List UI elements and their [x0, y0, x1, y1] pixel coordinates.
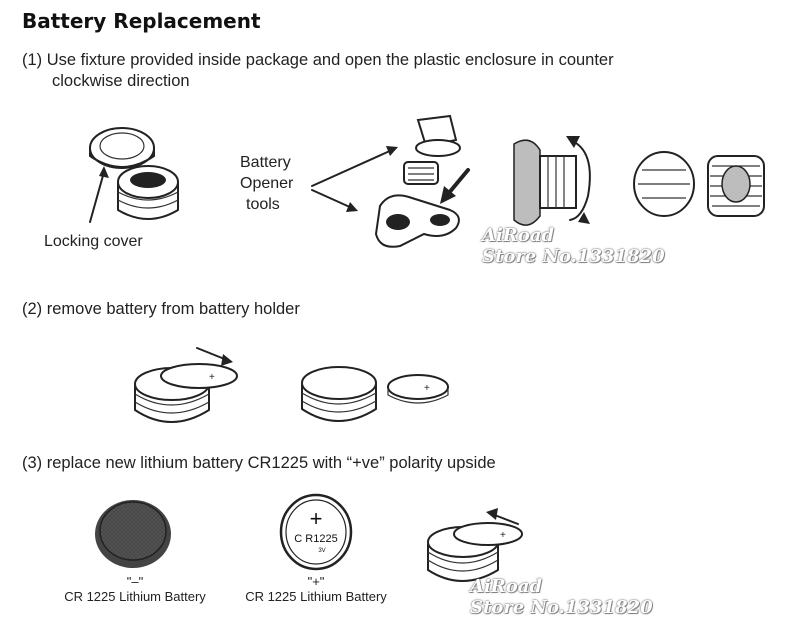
- step1-line2: clockwise direction: [52, 72, 190, 90]
- watermark-lower-line1: AiRoad: [470, 576, 543, 597]
- remove-battery-illustration-2: +: [301, 366, 449, 422]
- battery-positive-rim: [279, 493, 353, 571]
- locking-cover-pointer: [89, 171, 105, 223]
- watermark-upper: AiRoad Store No.1331820: [482, 225, 665, 267]
- sensor-core: [130, 172, 166, 188]
- battery-positive-caption: "+" CR 1225 Lithium Battery: [240, 574, 392, 604]
- empty-holder-body: [301, 384, 377, 422]
- insert-holder-threads: [427, 551, 499, 572]
- spacer-ribs: [408, 167, 434, 181]
- holder-body: [134, 385, 210, 423]
- watermark-upper-line2: Store No.1331820: [482, 246, 665, 267]
- knob-tool-top: [416, 114, 458, 148]
- opener-label-line1: Battery: [240, 154, 291, 171]
- battery-negative-mesh: [99, 501, 167, 561]
- opener-tools-label: Battery Opener tools: [240, 152, 293, 215]
- battery-positive-face: [285, 499, 347, 565]
- opener-tools-illustration: [311, 114, 470, 248]
- opener-arrowhead-lower: [346, 202, 358, 212]
- step1-instruction: (1) Use fixture provided inside package …: [22, 50, 614, 92]
- holder-threads: [134, 393, 210, 414]
- opener-spacer: [403, 161, 439, 185]
- rotation-threads: [547, 156, 565, 208]
- watermark-lower-line2: Store No.1331820: [470, 597, 653, 618]
- rotation-arrowhead-bottom: [578, 212, 590, 224]
- locking-cover-arrowhead: [99, 166, 109, 178]
- removed-battery: [387, 374, 449, 400]
- insert-battery-plus: +: [500, 530, 506, 541]
- sensor-body: [117, 181, 179, 220]
- watermark-upper-line1: AiRoad: [482, 225, 555, 246]
- rotation-cap: [513, 139, 541, 226]
- remove-battery-arrow: [196, 347, 228, 361]
- opener-arrowhead-upper: [386, 146, 398, 156]
- battery-positive-label: CR 1225 Lithium Battery: [245, 589, 387, 604]
- open-cap-ridges: [638, 169, 690, 199]
- locking-cover-illustration: [89, 127, 179, 223]
- insert-holder-body: [427, 543, 499, 582]
- opener-label-line3: tools: [246, 196, 280, 213]
- opener-insert-arrowhead: [440, 186, 456, 204]
- battery-sliding-in: [453, 522, 523, 546]
- removed-battery-edge: [387, 389, 449, 404]
- remove-battery-arrowhead: [221, 354, 233, 366]
- removed-battery-plus: +: [424, 383, 430, 394]
- battery-sliding-out: [160, 363, 238, 389]
- battery-positive-side: + C R1225 3V: [279, 493, 353, 571]
- opened-enclosure-illustration: [633, 151, 765, 217]
- battery-face-voltage: 3V: [318, 548, 325, 554]
- opener-arrow-lower: [311, 189, 353, 209]
- open-body-window: [721, 165, 751, 203]
- step1-line1: (1) Use fixture provided inside package …: [22, 51, 614, 69]
- battery-negative-side: [95, 500, 171, 568]
- locking-cover-side: [89, 147, 155, 168]
- opener-arrow-upper: [311, 149, 393, 187]
- opener-label-line2: Opener: [240, 175, 294, 192]
- empty-holder-threads: [301, 392, 377, 413]
- insert-battery-arrowhead: [486, 508, 498, 520]
- wrench-hole-left: [386, 214, 410, 230]
- rotation-arrow-arc: [569, 139, 591, 221]
- wrench-hole-right: [430, 214, 450, 226]
- battery-positive-sign: "+": [307, 574, 325, 589]
- knob-tool-base: [415, 139, 461, 157]
- battery-face-plus: +: [310, 506, 323, 531]
- page-title: Battery Replacement: [22, 9, 261, 33]
- battery-negative-label: CR 1225 Lithium Battery: [64, 589, 206, 604]
- step2-instruction: (2) remove battery from battery holder: [22, 300, 300, 318]
- rotation-arrowhead-top: [566, 136, 580, 148]
- insert-battery-illustration: +: [427, 508, 523, 582]
- remove-battery-illustration-1: +: [134, 347, 238, 423]
- battery-negative-sign: "–": [126, 574, 144, 589]
- step3-instruction: (3) replace new lithium battery CR1225 w…: [22, 454, 496, 472]
- opener-insert-arrow: [446, 168, 470, 196]
- watermark-lower: AiRoad Store No.1331820: [470, 576, 653, 618]
- empty-holder-top: [301, 366, 377, 400]
- opener-wrench-plate: [374, 194, 460, 248]
- battery-plus-mark: +: [209, 372, 215, 383]
- locking-cover-label: Locking cover: [44, 233, 143, 250]
- battery-negative-caption: "–" CR 1225 Lithium Battery: [60, 574, 210, 604]
- battery-face-model: C R1225: [294, 533, 337, 545]
- rotation-body: [539, 155, 577, 209]
- locking-cover-inner: [99, 132, 145, 160]
- counterclockwise-rotation-illustration: [513, 136, 591, 226]
- sensor-threads: [117, 191, 179, 209]
